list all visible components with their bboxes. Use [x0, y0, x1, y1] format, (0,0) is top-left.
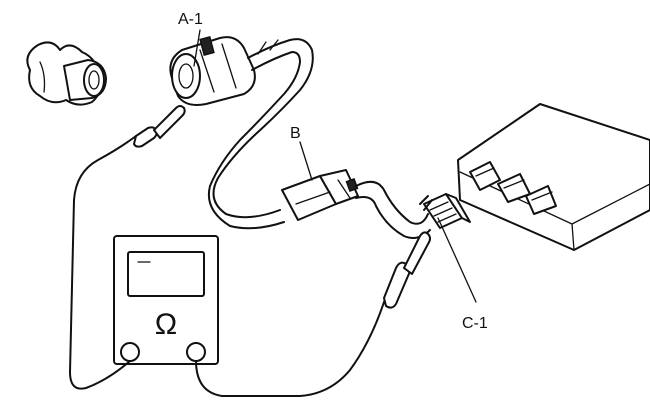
control-unit	[457, 103, 650, 251]
connector-a1	[169, 36, 256, 106]
label-c1: C-1	[462, 315, 488, 332]
connector-c1	[419, 193, 471, 229]
label-b: B	[290, 125, 301, 142]
leader-a1	[193, 29, 201, 67]
lamp-socket	[26, 41, 107, 106]
harness-a1-to-b	[208, 38, 314, 230]
leader-c1	[437, 217, 477, 303]
multimeter: Ω	[113, 235, 219, 365]
harness-b-to-c1	[355, 180, 431, 239]
test-lead-right	[195, 231, 431, 397]
connector-b	[281, 169, 359, 221]
label-a1: A-1	[178, 11, 203, 28]
leader-b	[299, 141, 313, 181]
meter-display	[127, 251, 205, 297]
test-lead-left	[69, 105, 186, 390]
ohm-symbol-icon: Ω	[155, 308, 177, 341]
meter-terminal-right	[186, 342, 206, 362]
meter-terminal-left	[120, 342, 140, 362]
